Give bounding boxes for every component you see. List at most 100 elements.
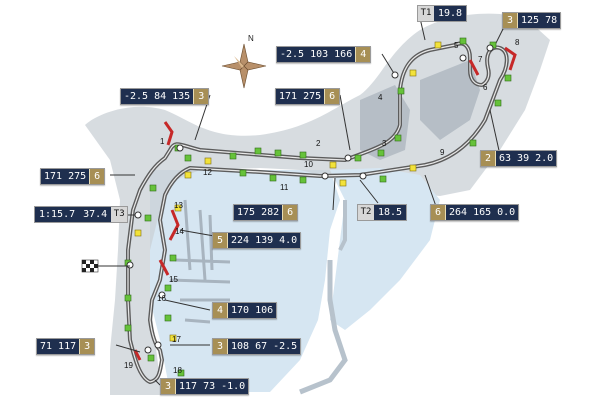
gear-badge: 6 <box>89 169 105 184</box>
speed-value: 171 <box>44 171 63 182</box>
speed-value: 171 <box>279 91 298 102</box>
sector-time-t1: T1 19.8 <box>417 5 468 22</box>
kerb-t13 <box>168 209 180 241</box>
speed-box-tunnel-exit: 175 282 6 <box>233 204 299 221</box>
speed-value: 73 <box>203 381 216 392</box>
gear-badge: 3 <box>503 13 518 28</box>
sector-tag: T3 <box>111 207 128 222</box>
sector-tag: T1 <box>418 6 434 21</box>
speed-value: 67 <box>255 341 268 352</box>
speed-value: 106 <box>255 305 274 316</box>
turn-number-6: 6 <box>483 83 488 92</box>
speed-box-turn2: 171 275 6 <box>275 88 341 105</box>
speed-box-turn7: 3 125 78 <box>502 12 562 29</box>
turn-number-19: 19 <box>124 361 133 370</box>
gforce-value: -2.5 <box>280 49 305 60</box>
speed-value: 63 <box>499 153 512 164</box>
speed-value: 125 <box>521 15 540 26</box>
turn-number-15: 15 <box>169 275 178 284</box>
gear-badge: 6 <box>431 205 446 220</box>
lap-time-value: 1:15.7 <box>39 209 76 220</box>
turn-number-14: 14 <box>175 227 184 236</box>
speed-value: 282 <box>261 207 280 218</box>
island-block-2 <box>420 60 480 140</box>
gear-badge: 5 <box>213 233 228 248</box>
sector-time-t3: 1:15.7 37.4 T3 <box>34 206 129 223</box>
checkered-flag <box>81 259 130 273</box>
gforce-value: 0.0 <box>497 207 516 218</box>
turn-number-7: 7 <box>478 55 483 64</box>
speed-value: 224 <box>231 235 250 246</box>
gforce-value: -1.0 <box>221 381 246 392</box>
gear-badge: 2 <box>481 151 496 166</box>
speed-value: 264 <box>449 207 468 218</box>
turn-number-8: 8 <box>515 38 520 47</box>
turn-number-12: 12 <box>203 168 212 177</box>
speed-value: 103 <box>310 49 329 60</box>
kerb-t15 <box>158 259 170 276</box>
speed-box-turn18: 3 117 73 -1.0 <box>160 378 250 395</box>
sector-time-value: 18.5 <box>378 207 403 218</box>
turn-number-3: 3 <box>382 139 387 148</box>
harbour-piers <box>169 199 231 324</box>
turn-number-16: 16 <box>157 294 166 303</box>
speed-box-turn14: 5 224 139 4.0 <box>212 232 302 249</box>
gear-badge: 3 <box>213 339 228 354</box>
gear-badge: 3 <box>193 89 209 104</box>
speed-value: 166 <box>334 49 353 60</box>
speed-value: 275 <box>303 91 322 102</box>
compass-north-label: N <box>248 34 254 43</box>
gforce-value: 4.0 <box>279 235 298 246</box>
speed-value: 165 <box>473 207 492 218</box>
speed-value: 117 <box>179 381 198 392</box>
breakwater-2 <box>338 200 347 251</box>
sector-tag: T2 <box>358 205 374 220</box>
speed-value: 135 <box>172 91 191 102</box>
turn-number-17: 17 <box>172 335 181 344</box>
turn-number-11: 11 <box>280 183 289 192</box>
turn-number-4: 4 <box>378 93 383 102</box>
kerb-t1 <box>163 121 174 146</box>
land-harbour-east <box>330 168 440 330</box>
speed-box-hairpin: 2 63 39 2.0 <box>480 150 558 167</box>
speed-value: 139 <box>255 235 274 246</box>
speed-box-turn1: -2.5 84 135 3 <box>120 88 210 105</box>
sector-time-value: 37.4 <box>83 209 108 220</box>
breakwater <box>299 260 348 395</box>
speed-value: 175 <box>237 207 256 218</box>
gear-badge: 4 <box>213 303 228 318</box>
speed-box-tunnel: 6 264 165 0.0 <box>430 204 520 221</box>
gear-badge: 3 <box>79 339 95 354</box>
turn-number-5: 5 <box>454 41 459 50</box>
kerb-t8 <box>504 46 517 71</box>
speed-value: 84 <box>154 91 167 102</box>
turn-number-13: 13 <box>174 201 183 210</box>
gforce-value: 2.0 <box>535 153 554 164</box>
kerb-t6 <box>468 59 480 76</box>
speed-box-turn16: 4 170 106 <box>212 302 278 319</box>
speed-box-turn19: 71 117 3 <box>36 338 96 355</box>
turn-nodes <box>126 44 494 354</box>
speed-box-turn4: -2.5 103 166 4 <box>276 46 372 63</box>
speed-value: 39 <box>517 153 530 164</box>
gforce-value: -2.5 <box>124 91 149 102</box>
speed-value: 71 <box>40 341 53 352</box>
turn-number-2: 2 <box>316 139 321 148</box>
gear-badge: 6 <box>324 89 340 104</box>
speed-value: 170 <box>231 305 250 316</box>
turn-number-18: 18 <box>173 366 182 375</box>
turn-number-9: 9 <box>440 148 445 157</box>
speed-box-turn17: 3 108 67 -2.5 <box>212 338 302 355</box>
speed-value: 117 <box>58 341 77 352</box>
speed-value: 108 <box>231 341 250 352</box>
sector-time-value: 19.8 <box>438 8 463 19</box>
gear-badge: 4 <box>355 47 371 62</box>
gear-badge: 6 <box>282 205 298 220</box>
speed-value: 78 <box>545 15 558 26</box>
kerb-t19 <box>133 349 142 361</box>
gforce-value: -2.5 <box>273 341 298 352</box>
turn-number-1: 1 <box>160 137 165 146</box>
turn-number-10: 10 <box>304 160 313 169</box>
